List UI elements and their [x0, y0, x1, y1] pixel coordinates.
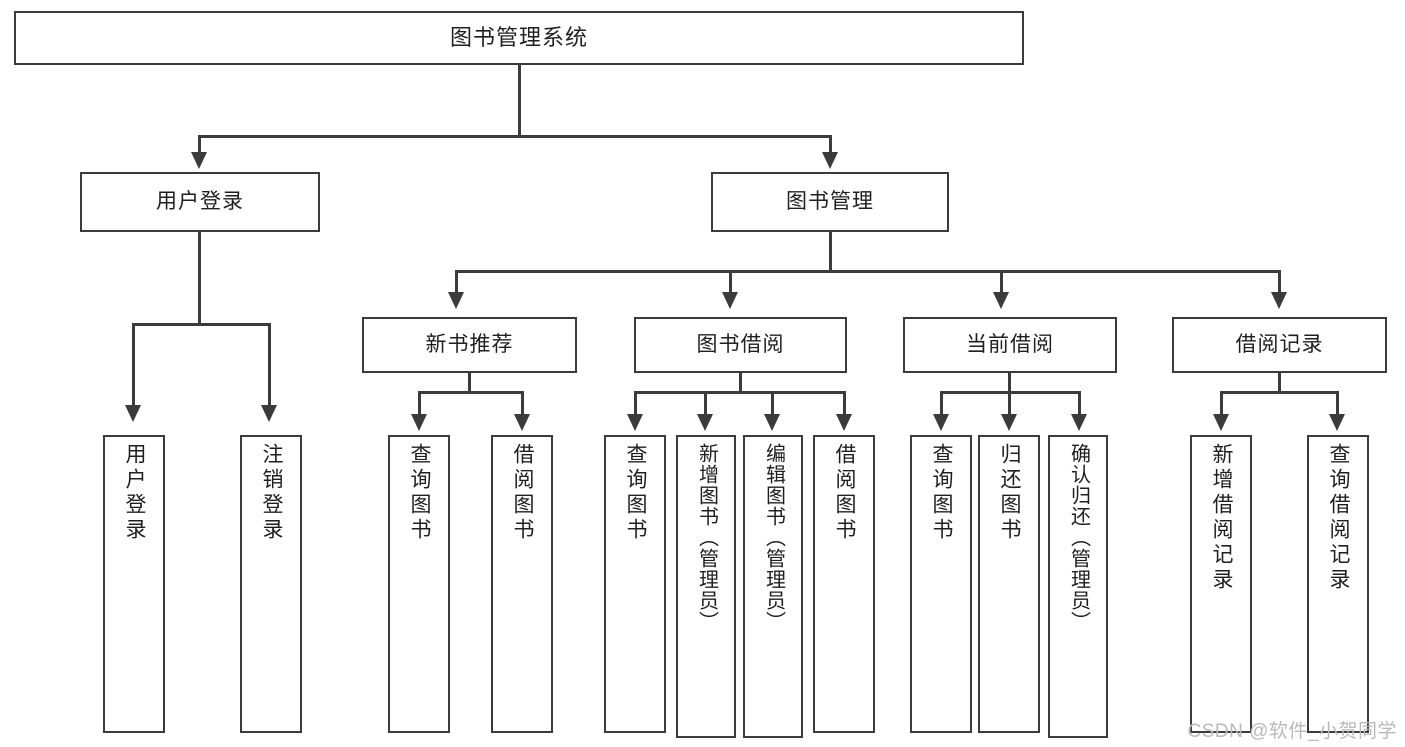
node-borrow-record[interactable]: 借阅记录 — [1172, 317, 1387, 373]
node-label: 借阅图书 — [833, 443, 857, 543]
connector-book-manage-stem — [829, 232, 832, 272]
connector-borrow-record-stem — [1278, 373, 1281, 393]
node-label: 归还图书 — [998, 443, 1022, 543]
connector-book-borrow-drop-2 — [704, 391, 707, 417]
connector-book-borrow-drop-1 — [634, 391, 637, 417]
leaf-query-book-borrow[interactable]: 查询图书 — [604, 435, 666, 733]
node-label: 查询图书 — [408, 443, 432, 543]
connector-borrow-record-drop-2 — [1336, 391, 1339, 417]
arrow-to-add-book — [697, 414, 713, 431]
leaf-edit-book-admin[interactable]: 编辑图书（管理员） — [743, 435, 803, 738]
leaf-query-book-recommend[interactable]: 查询图书 — [388, 435, 450, 733]
connector-root-bar — [198, 135, 832, 138]
leaf-add-book-admin[interactable]: 新增图书（管理员） — [676, 435, 736, 738]
arrow-to-user-login — [191, 152, 207, 169]
connector-root-stem — [518, 65, 521, 137]
connector-book-borrow-stem — [739, 373, 742, 393]
arrow-to-edit-book — [764, 414, 780, 431]
node-book-manage[interactable]: 图书管理 — [711, 172, 949, 232]
node-label: 用户登录 — [123, 443, 147, 543]
node-label: 查询图书 — [930, 443, 954, 543]
connector-book-borrow-drop-3 — [771, 391, 774, 417]
connector-root-left-drop — [198, 135, 201, 156]
node-label: 新书推荐 — [425, 333, 514, 357]
connector-current-borrow-stem — [1008, 373, 1011, 393]
connector-book-manage-bar — [455, 270, 1281, 273]
connector-new-book-stem — [468, 373, 471, 393]
connector-borrow-record-bar — [1220, 391, 1339, 394]
node-label: 图书管理系统 — [449, 24, 588, 50]
leaf-logout[interactable]: 注销登录 — [240, 435, 302, 733]
connector-book-borrow-bar — [634, 391, 846, 394]
node-label: 注销登录 — [260, 443, 284, 543]
node-new-book-recommend[interactable]: 新书推荐 — [362, 317, 577, 373]
leaf-add-borrow-record[interactable]: 新增借阅记录 — [1190, 435, 1252, 733]
node-label: 查询借阅记录 — [1327, 443, 1351, 593]
connector-new-book-bar — [418, 391, 524, 394]
arrow-to-current-borrow — [993, 292, 1009, 309]
arrow-to-add-record — [1213, 414, 1229, 431]
node-label: 确认归还（管理员） — [1067, 443, 1090, 632]
connector-book-manage-drop-3 — [1000, 270, 1003, 295]
arrow-to-query-book-1 — [411, 414, 427, 431]
connector-user-login-drop-2 — [268, 323, 271, 409]
node-label: 图书管理 — [786, 190, 874, 214]
leaf-user-login[interactable]: 用户登录 — [103, 435, 165, 733]
arrow-to-user-login-leaf — [125, 405, 141, 422]
connector-current-borrow-drop-1 — [940, 391, 943, 417]
arrow-to-return-book — [1001, 414, 1017, 431]
connector-root-right-drop — [829, 135, 832, 156]
connector-user-login-bar — [132, 323, 271, 326]
node-user-login[interactable]: 用户登录 — [80, 172, 320, 232]
leaf-query-book-current[interactable]: 查询图书 — [910, 435, 972, 733]
arrow-to-book-manage — [822, 152, 838, 169]
arrow-to-new-book-recommend — [448, 292, 464, 309]
arrow-to-query-record — [1329, 414, 1345, 431]
arrow-to-query-book-2 — [627, 414, 643, 431]
node-root-system[interactable]: 图书管理系统 — [14, 11, 1024, 65]
connector-current-borrow-drop-2 — [1008, 391, 1011, 417]
connector-book-manage-drop-2 — [729, 270, 732, 295]
connector-new-book-drop-1 — [418, 391, 421, 417]
leaf-borrow-book[interactable]: 借阅图书 — [813, 435, 875, 733]
connector-borrow-record-drop-1 — [1220, 391, 1223, 417]
arrow-to-borrow-record — [1271, 292, 1287, 309]
connector-book-manage-drop-4 — [1278, 270, 1281, 295]
leaf-confirm-return-admin[interactable]: 确认归还（管理员） — [1048, 435, 1108, 738]
node-label: 图书借阅 — [696, 333, 785, 357]
node-label: 编辑图书（管理员） — [762, 443, 785, 632]
node-label: 借阅图书 — [511, 443, 535, 543]
arrow-to-borrow-book-2 — [836, 414, 852, 431]
connector-user-login-stem — [198, 232, 201, 325]
node-label: 新增图书（管理员） — [695, 443, 718, 632]
arrow-to-confirm-return — [1071, 414, 1087, 431]
arrow-to-logout-leaf — [261, 405, 277, 422]
node-label: 借阅记录 — [1235, 333, 1324, 357]
node-label: 查询图书 — [624, 443, 648, 543]
arrow-to-borrow-book-1 — [514, 414, 530, 431]
node-current-borrow[interactable]: 当前借阅 — [903, 317, 1117, 373]
connector-new-book-drop-2 — [521, 391, 524, 417]
connector-current-borrow-drop-3 — [1078, 391, 1081, 417]
leaf-borrow-book-recommend[interactable]: 借阅图书 — [491, 435, 553, 733]
connector-user-login-drop-1 — [132, 323, 135, 409]
leaf-query-borrow-record[interactable]: 查询借阅记录 — [1307, 435, 1369, 733]
leaf-return-book[interactable]: 归还图书 — [978, 435, 1040, 733]
node-label: 新增借阅记录 — [1210, 443, 1234, 593]
connector-book-manage-drop-1 — [455, 270, 458, 295]
arrow-to-book-borrow — [722, 292, 738, 309]
node-label: 当前借阅 — [966, 333, 1054, 357]
node-book-borrow[interactable]: 图书借阅 — [634, 317, 847, 373]
arrow-to-query-book-3 — [933, 414, 949, 431]
node-label: 用户登录 — [156, 190, 244, 214]
connector-book-borrow-drop-4 — [843, 391, 846, 417]
